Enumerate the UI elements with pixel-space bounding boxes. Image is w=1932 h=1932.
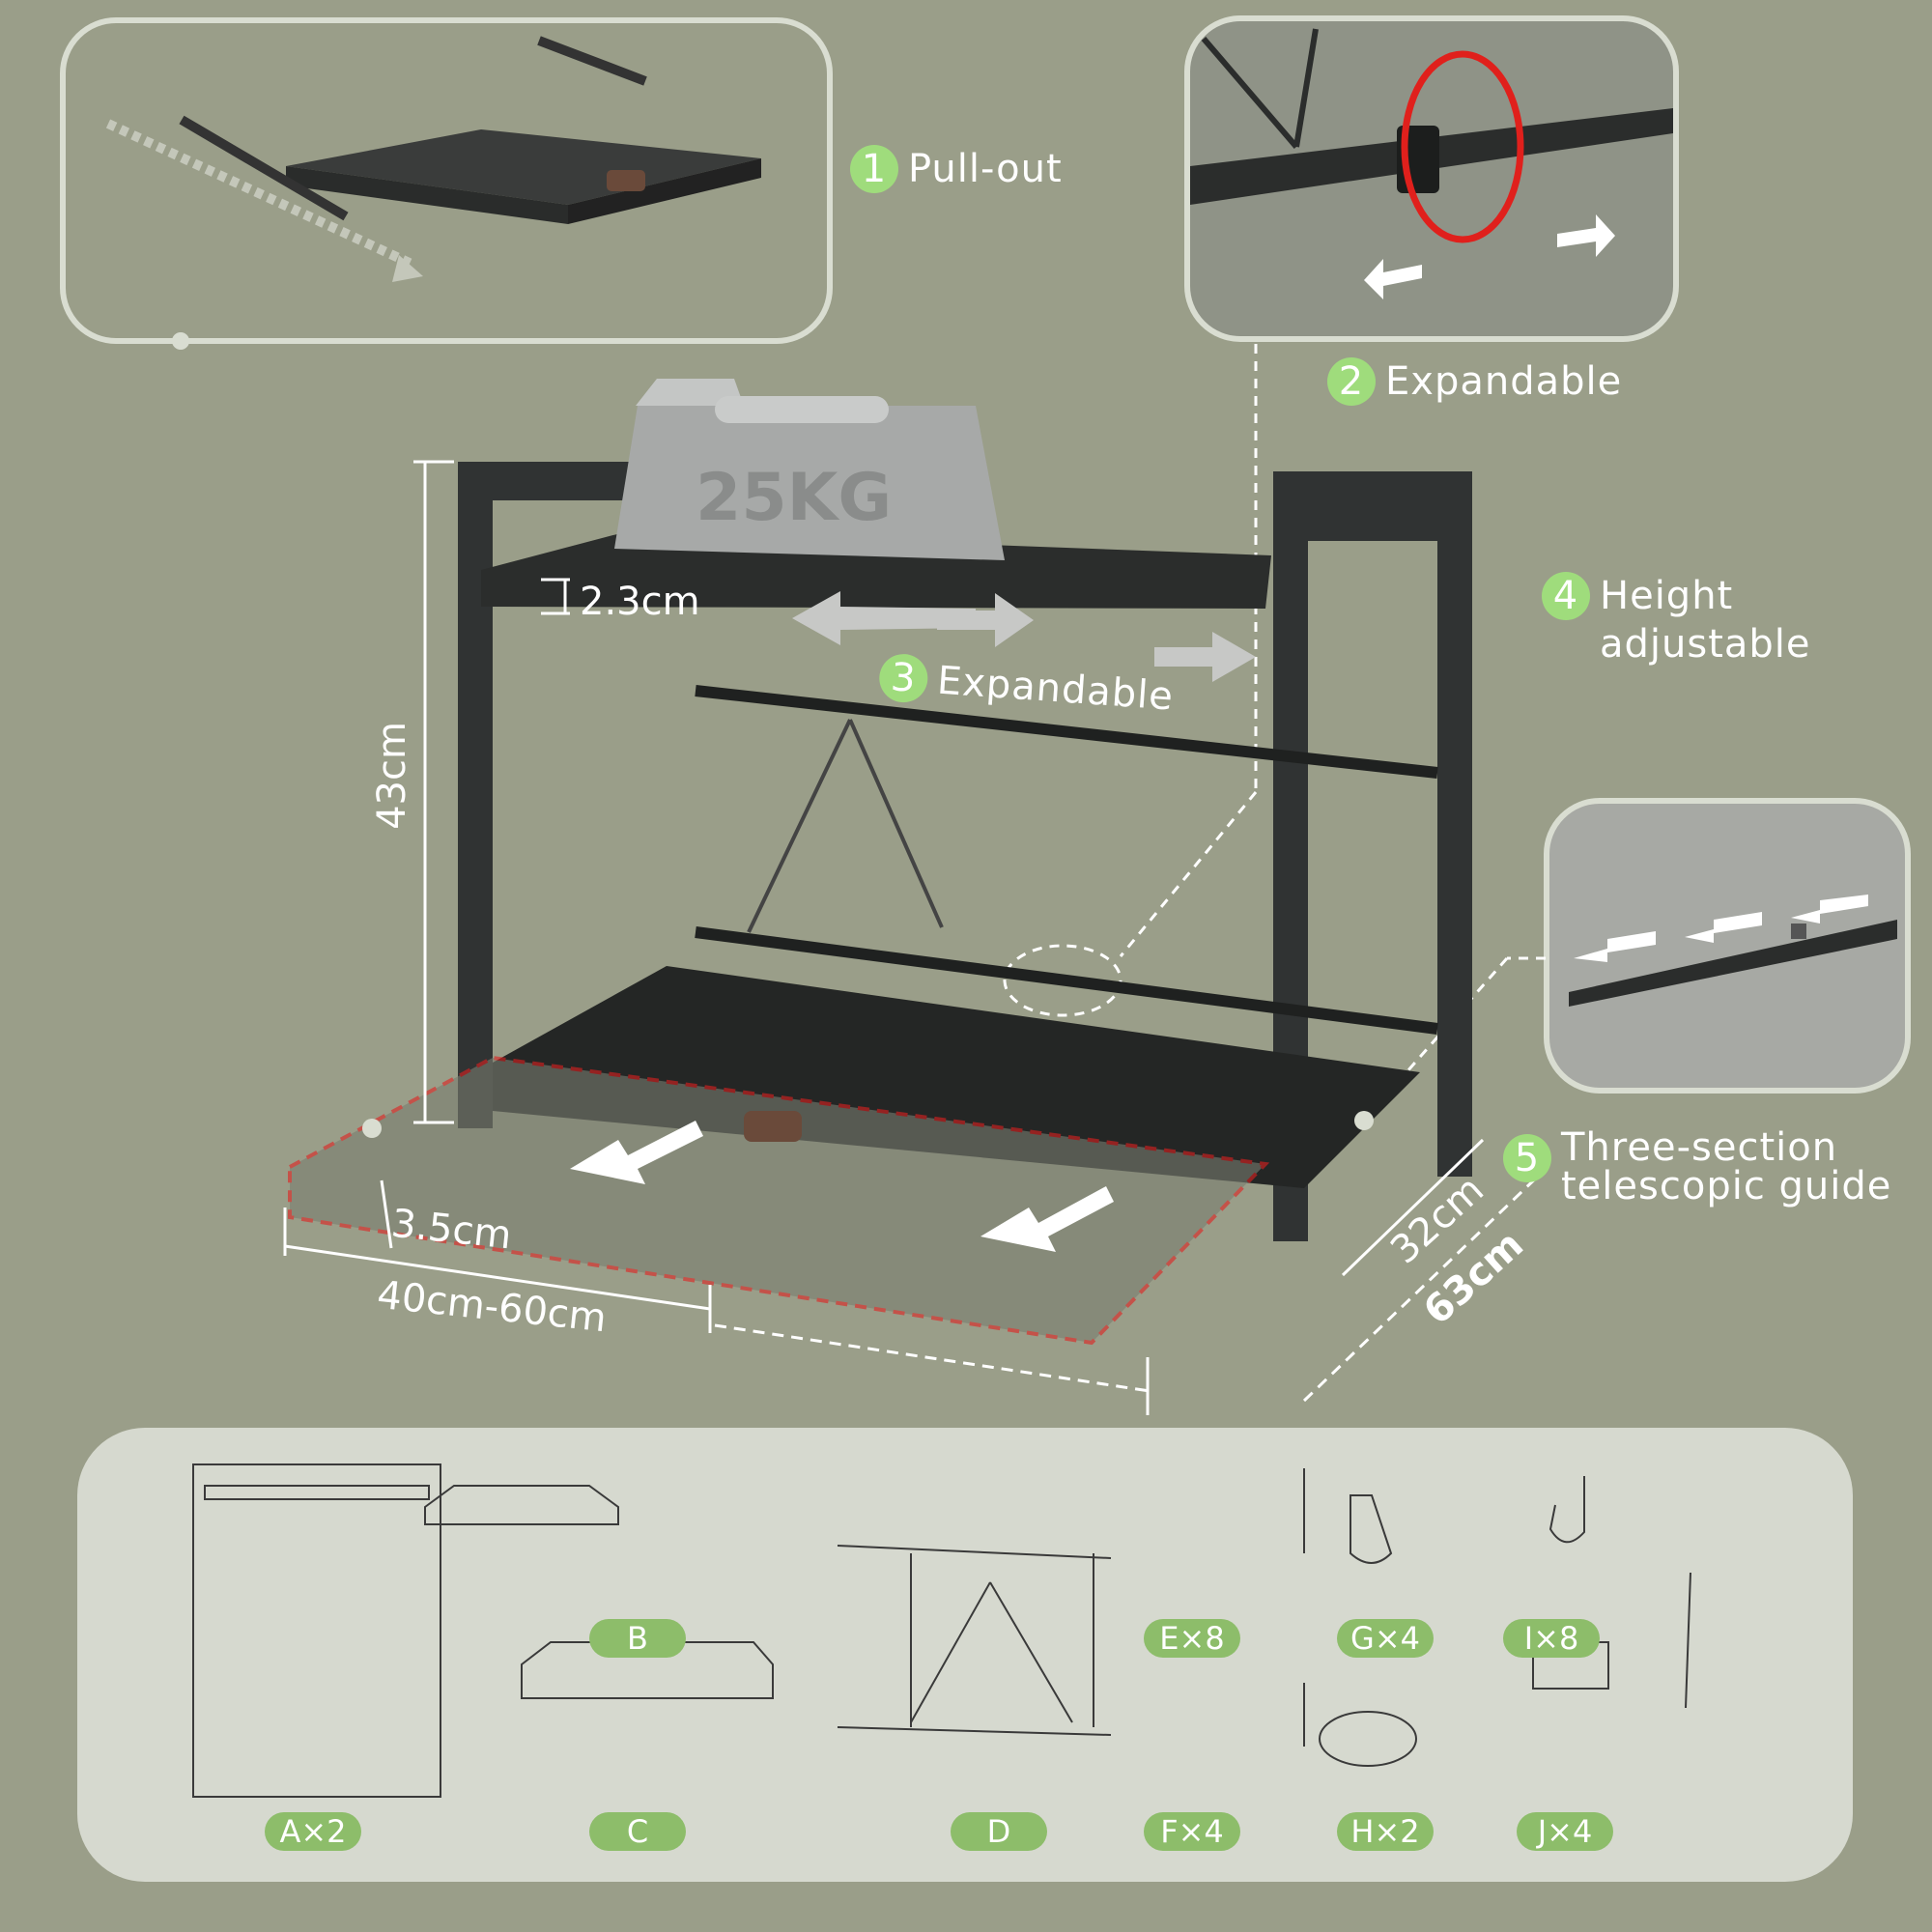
part-J: J×4	[1517, 1812, 1613, 1851]
main-shelf-illustration: 25KG	[283, 344, 1548, 1415]
inset-dot	[172, 332, 189, 350]
height-dimension: 43cm	[369, 722, 414, 830]
feature-telescopic-guide: 5 Three-section telescopic guide	[1503, 1128, 1891, 1206]
part-D: D	[951, 1812, 1047, 1851]
pullout-inset	[60, 17, 833, 344]
guide-inset	[1544, 798, 1911, 1094]
feature-label-1: Pull-out	[908, 147, 1063, 191]
part-E: E×8	[1144, 1619, 1240, 1658]
part-C: C	[589, 1812, 686, 1851]
feature-pullout: 1 Pull-out	[850, 145, 1063, 193]
pullout-drawer-illustration	[105, 36, 761, 282]
part-I: I×8	[1503, 1619, 1600, 1658]
feature-label-4: Height adjustable	[1600, 574, 1811, 667]
part-A: A×2	[265, 1812, 361, 1851]
feature-expandable-rod: 2 Expandable	[1327, 357, 1622, 406]
rod-inset	[1184, 15, 1679, 342]
feature-number-1: 1	[850, 145, 898, 193]
feature-number-4: 4	[1542, 572, 1590, 620]
weight-label: 25KG	[696, 460, 892, 536]
feature-number-3: 3	[877, 652, 929, 704]
feature-label-2: Expandable	[1385, 359, 1623, 404]
feature-height-adjustable: 4 Height adjustable	[1542, 572, 1811, 668]
feature-label-5: Three-section telescopic guide	[1561, 1125, 1892, 1208]
part-H: H×2	[1337, 1812, 1434, 1851]
part-B: B	[589, 1619, 686, 1658]
feature-number-2: 2	[1327, 357, 1376, 406]
part-G: G×4	[1337, 1619, 1434, 1658]
part-F: F×4	[1144, 1812, 1240, 1851]
feature-number-5: 5	[1503, 1134, 1551, 1182]
shelf-thickness-dimension: 2.3cm	[580, 580, 700, 624]
parts-list-panel: A×2 B C D E×8 F×4 G×4 H×2 I×8 J×4	[77, 1428, 1853, 1882]
telescopic-guide-illustration	[1569, 895, 1897, 1007]
expandable-rod-illustration	[1190, 28, 1673, 299]
